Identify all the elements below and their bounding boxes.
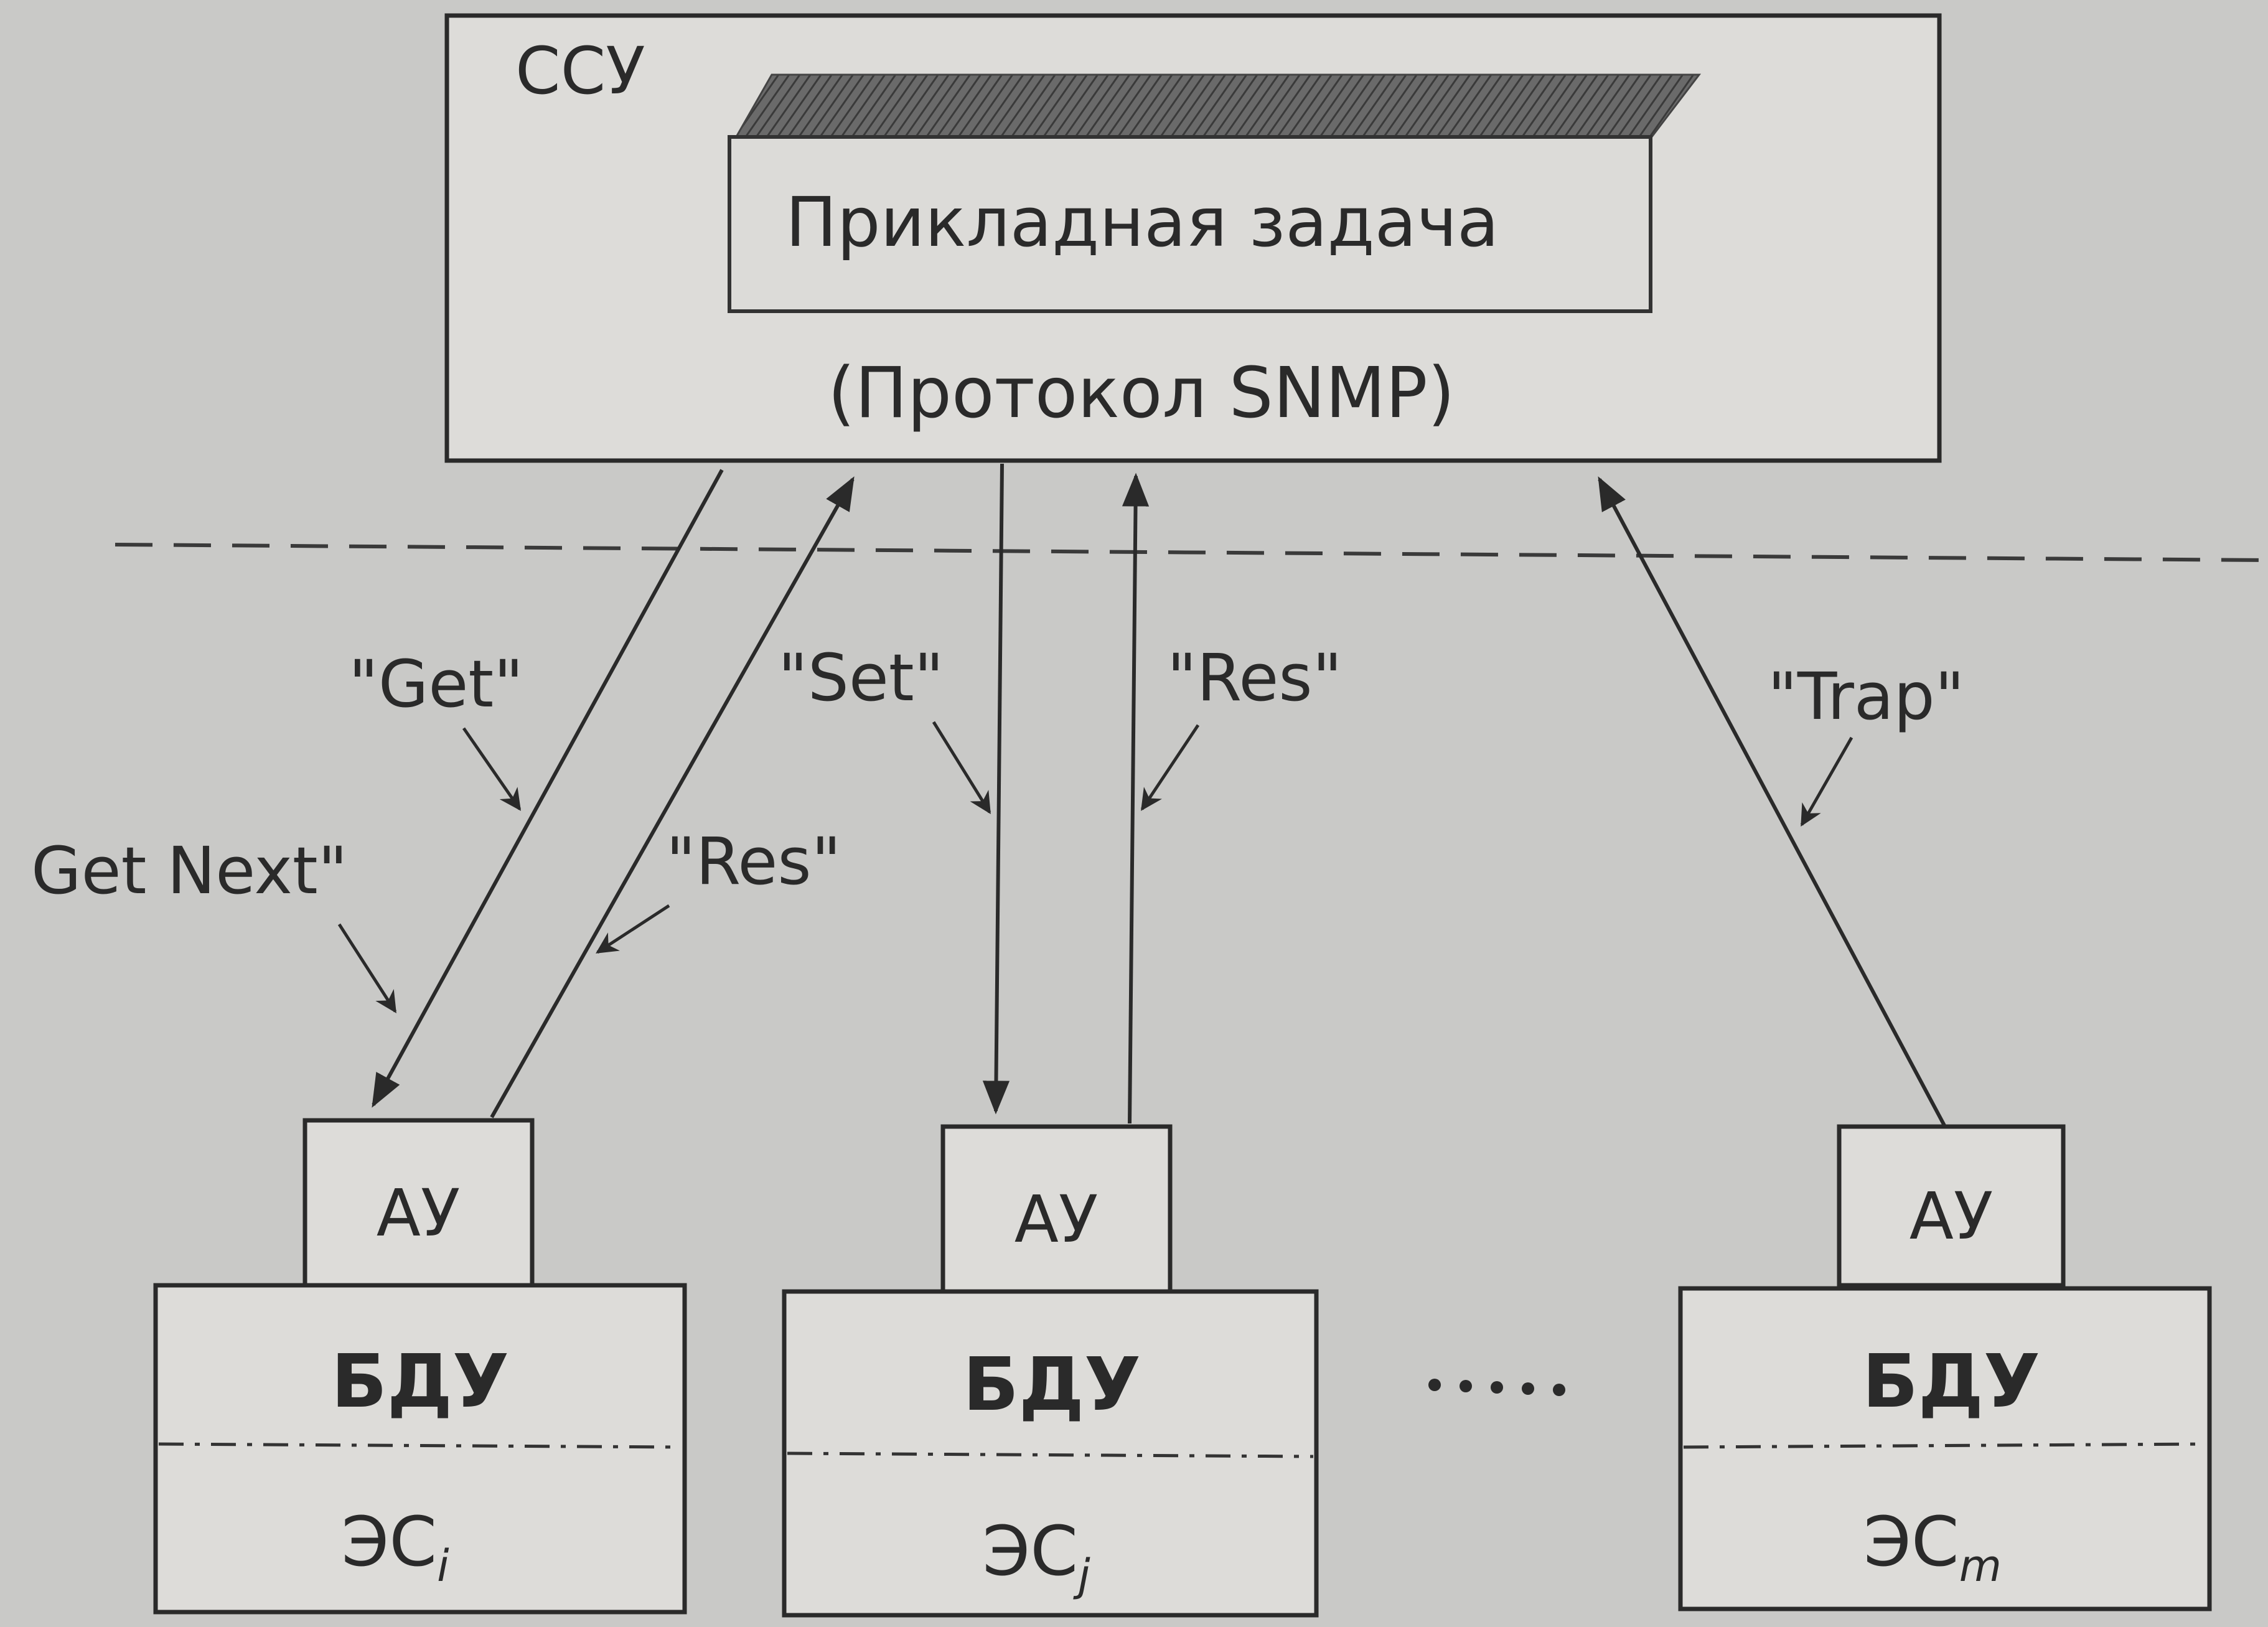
app-shadow-bar: [733, 73, 1702, 141]
get-arrow: [372, 469, 724, 1108]
db-label-1: БДУ: [331, 1338, 509, 1424]
trap-arrow: [1598, 476, 1947, 1128]
set-pointer: [932, 721, 991, 814]
trap-label: "Trap": [1768, 659, 1964, 734]
res-arrow-1: [490, 476, 855, 1118]
es-label-3: ЭСm: [1863, 1502, 2002, 1592]
db-label-3: БДУ: [1862, 1338, 2040, 1424]
db-divider-3: [1683, 1442, 2207, 1449]
db-divider-1: [158, 1442, 682, 1449]
agent-label-3: АУ: [1910, 1178, 1994, 1254]
ellipsis-text: .....: [1432, 1389, 1441, 1396]
getnext-pointer: [337, 923, 397, 1013]
set-label: "Set": [778, 640, 944, 716]
ellipsis-dot: [1553, 1384, 1565, 1396]
app-task-box: [728, 135, 1652, 313]
res1-label: "Res": [666, 823, 841, 899]
db-box-1: [153, 1283, 687, 1615]
res-arrow-2: [1122, 472, 1150, 1124]
agent-box-3: [1837, 1124, 2066, 1288]
app-task-label: Прикладная задача: [785, 182, 1499, 262]
ellipsis-dot: [1428, 1379, 1441, 1391]
ellipsis-dot: [1460, 1380, 1472, 1392]
trap-pointer: [1800, 736, 1853, 827]
node-3: АУ БДУ ЭСm: [1678, 1124, 2212, 1611]
db-divider-2: [787, 1451, 1314, 1458]
res2-label: "Res": [1167, 640, 1342, 716]
res1-pointer: [596, 904, 670, 954]
agent-label-1: АУ: [377, 1175, 461, 1251]
get-label: "Get": [349, 646, 523, 722]
node-2: АУ БДУ ЭСj: [782, 1124, 1319, 1618]
get-pointer: [462, 727, 522, 811]
network-boundary-line: [115, 543, 2266, 562]
set-arrow: [982, 463, 1010, 1115]
ellipsis-dot: [1491, 1381, 1503, 1394]
agent-box-2: [940, 1124, 1173, 1294]
node-1: АУ БДУ ЭСi: [153, 1118, 687, 1615]
res2-pointer: [1140, 724, 1200, 811]
ellipsis: .....: [1428, 1379, 1565, 1396]
manager-box: ССУ Прикладная задача (Протокол SNMP): [444, 13, 1942, 463]
getnext-label: Get Next": [31, 833, 348, 909]
manager-label: ССУ: [515, 33, 645, 109]
es-label-2: ЭСj: [982, 1511, 1090, 1601]
protocol-label: (Протокол SNMP): [828, 353, 1455, 434]
agent-label-2: АУ: [1015, 1181, 1099, 1257]
db-label-2: БДУ: [963, 1341, 1141, 1427]
db-box-3: [1678, 1286, 2212, 1611]
ellipsis-dot: [1522, 1382, 1534, 1395]
es-label-1: ЭСi: [341, 1502, 449, 1592]
